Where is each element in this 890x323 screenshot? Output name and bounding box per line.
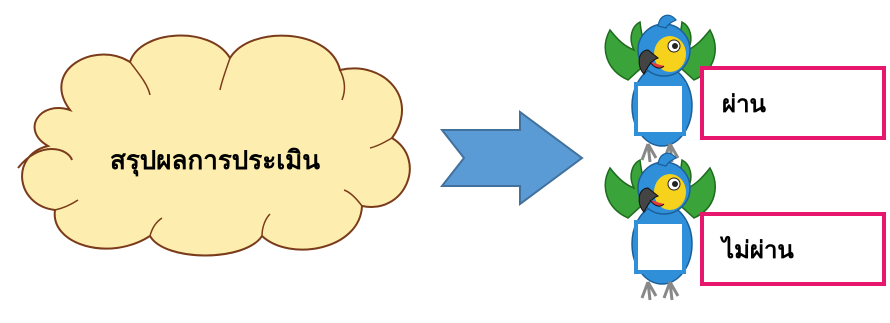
cloud-shape xyxy=(17,34,411,257)
pass-label: ผ่าน xyxy=(722,89,766,118)
fail-label: ไม่ผ่าน xyxy=(722,235,794,264)
pass-label-box: ผ่าน xyxy=(700,66,886,140)
parrot-icon xyxy=(604,152,716,301)
parrot-icon xyxy=(604,14,716,163)
fail-label-box: ไม่ผ่าน xyxy=(700,212,886,286)
cloud-title: สรุปผลการประเมิน xyxy=(109,146,321,176)
summary-cloud: สรุปผลการประเมิน xyxy=(0,0,430,270)
right-arrow-icon xyxy=(439,110,584,206)
